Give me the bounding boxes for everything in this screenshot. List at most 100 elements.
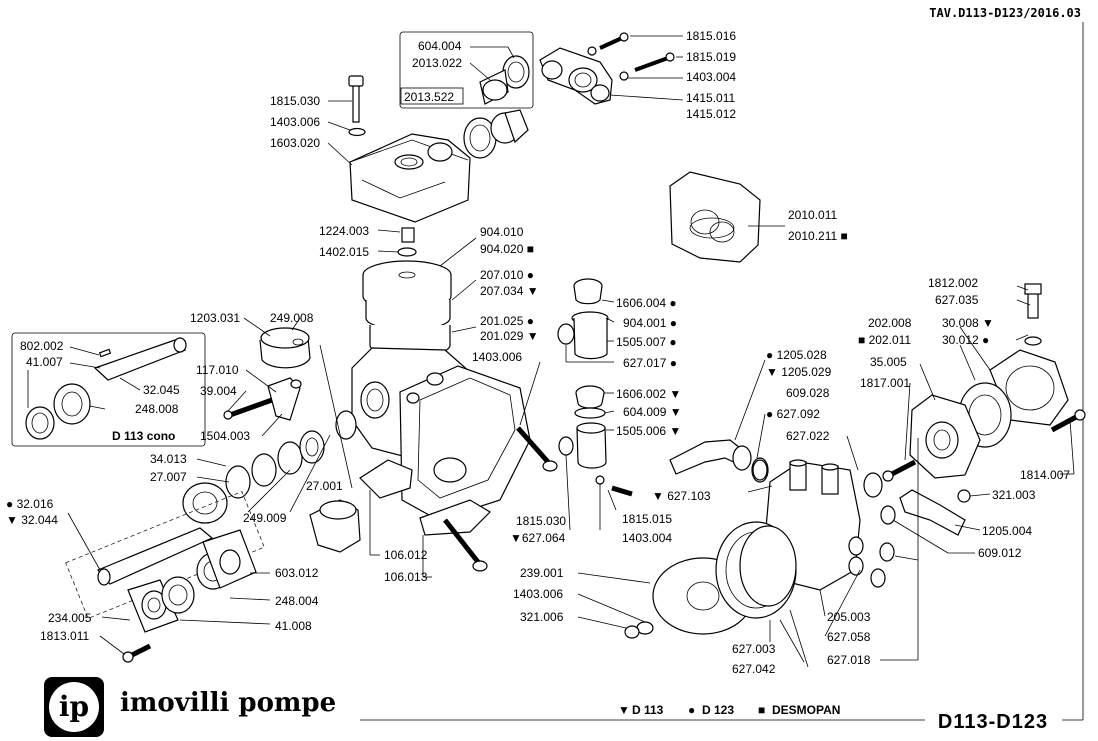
label-1403-004-low: 1403.004 [622, 531, 672, 545]
label-1606-004: 1606.004 ● [616, 296, 677, 310]
label-30-012: 30.012 ● [942, 333, 989, 347]
label-248-008: 248.008 [135, 402, 179, 416]
label-604-009: 604.009 ▼ [623, 405, 682, 419]
label-1205-004: 1205.004 [982, 524, 1032, 538]
label-1224-003: 1224.003 [319, 224, 369, 238]
label-1403-004-top: 1403.004 [686, 70, 736, 84]
label-904-020: 904.020 ■ [480, 242, 534, 256]
valve-assembly [463, 109, 529, 159]
model-title: D113-D123 [938, 711, 1048, 733]
label-248-004: 248.004 [275, 594, 319, 608]
label-627-092: ● 627.092 [766, 407, 820, 421]
valve-kit-box [399, 31, 534, 109]
label-202-008: 202.008 [868, 316, 912, 330]
inset-title: D 113 cono [112, 429, 175, 443]
label-207-010: 207.010 ● [480, 268, 534, 282]
label-609-012: 609.012 [978, 546, 1022, 560]
label-39-004: 39.004 [200, 384, 237, 398]
label-1415-012: 1415.012 [686, 107, 736, 121]
label-205-003: 205.003 [827, 610, 871, 624]
label-1813-011: 1813.011 [40, 629, 89, 643]
label-627-003: 627.003 [732, 642, 776, 656]
label-627-064: ▼627.064 [510, 531, 566, 545]
brand-name: imovilli pompe [120, 688, 336, 718]
label-627-018: 627.018 [827, 653, 871, 667]
label-1815-030-top: 1815.030 [270, 94, 320, 108]
label-1815-019: 1815.019 [686, 50, 736, 64]
pump-head [327, 75, 471, 223]
legend-desmopan-symbol: ■ [758, 703, 765, 717]
label-1815-030-low: 1815.030 [516, 514, 566, 528]
frame [360, 22, 1084, 721]
label-1606-002: 1606.002 ▼ [616, 387, 681, 401]
label-321-003: 321.003 [992, 488, 1036, 502]
label-234-005: 234.005 [48, 611, 92, 625]
label-321-006: 321.006 [520, 610, 564, 624]
brand-logo-text: ip [59, 690, 89, 723]
label-627-058: 627.058 [827, 630, 871, 644]
label-1205-029: ▼ 1205.029 [766, 365, 832, 379]
label-27-007: 27.007 [150, 470, 187, 484]
label-32-044: ▼ 32.044 [6, 513, 58, 527]
label-239-001: 239.001 [520, 566, 564, 580]
label-1815-015: 1815.015 [622, 512, 672, 526]
label-2013-022: 2013.022 [412, 56, 462, 70]
label-202-011: ■ 202.011 [858, 333, 911, 347]
manifold-and-hoses [577, 359, 981, 668]
label-609-028: 609.028 [786, 386, 830, 400]
valve-cartridges [557, 278, 633, 531]
legend: ▼ D 113 ● D 123 ■ DESMOPAN [618, 703, 840, 717]
label-627-035: 627.035 [935, 293, 979, 307]
label-1815-016: 1815.016 [686, 29, 736, 43]
cone-shaft-inset [11, 332, 206, 447]
diaphragm-detail [669, 171, 785, 263]
label-32-016: ● 32.016 [6, 497, 54, 511]
legend-d123-label: D 123 [702, 703, 734, 717]
label-627-042: 627.042 [732, 662, 776, 676]
label-1814-007: 1814.007 [1020, 468, 1070, 482]
label-2010-011: 2010.011 [788, 208, 837, 222]
label-249-008: 249.008 [270, 311, 314, 325]
right-pump-head [882, 283, 1086, 503]
label-117-010: 117.010 [196, 363, 239, 377]
legend-desmopan-label: DESMOPAN [772, 703, 840, 717]
label-627-017: 627.017 ● [623, 356, 677, 370]
label-41-008: 41.008 [275, 619, 312, 633]
label-1403-006-mid: 1403.006 [472, 350, 522, 364]
label-32-045: 32.045 [143, 383, 180, 397]
label-1415-011: 1415.011 [686, 91, 735, 105]
label-1402-015: 1402.015 [319, 245, 369, 259]
label-34-013: 34.013 [150, 452, 187, 466]
legend-d123-symbol: ● [688, 703, 695, 717]
label-106-013: 106.013 [384, 570, 428, 584]
label-802-002: 802.002 [20, 339, 64, 353]
label-1603-020: 1603.020 [270, 136, 320, 150]
label-207-034: 207.034 ▼ [480, 284, 539, 298]
legend-d113-symbol: ▼ [618, 703, 630, 717]
label-35-005: 35.005 [870, 355, 907, 369]
callout-labels: 604.004 2013.022 2013.522 1815.016 1815.… [6, 29, 1070, 676]
label-2010-211: 2010.211 ■ [788, 229, 848, 243]
label-1505-007: 1505.007 ● [616, 335, 677, 349]
union-fitting [539, 32, 684, 105]
label-1205-028: ● 1205.028 [766, 348, 827, 362]
pressure-accumulator [362, 227, 477, 358]
label-1203-031: 1203.031 [190, 311, 240, 325]
label-603-012: 603.012 [275, 566, 319, 580]
label-1403-006-top: 1403.006 [270, 115, 320, 129]
label-249-009: 249.009 [243, 511, 287, 525]
crank-components [65, 317, 361, 663]
label-27-001: 27.001 [306, 479, 343, 493]
legend-d113-label: D 113 [632, 703, 664, 717]
label-904-001: 904.001 ● [623, 316, 677, 330]
label-1812-002: 1812.002 [928, 276, 978, 290]
label-106-012: 106.012 [384, 548, 428, 562]
label-1817-001: 1817.001 [860, 376, 910, 390]
table-code: TAV.D113-D123/2016.03 [929, 6, 1081, 20]
label-1504-003: 1504.003 [200, 429, 250, 443]
label-604-004-top: 604.004 [418, 39, 462, 53]
label-2013-522: 2013.522 [404, 90, 454, 104]
label-201-029: 201.029 ▼ [480, 329, 539, 343]
